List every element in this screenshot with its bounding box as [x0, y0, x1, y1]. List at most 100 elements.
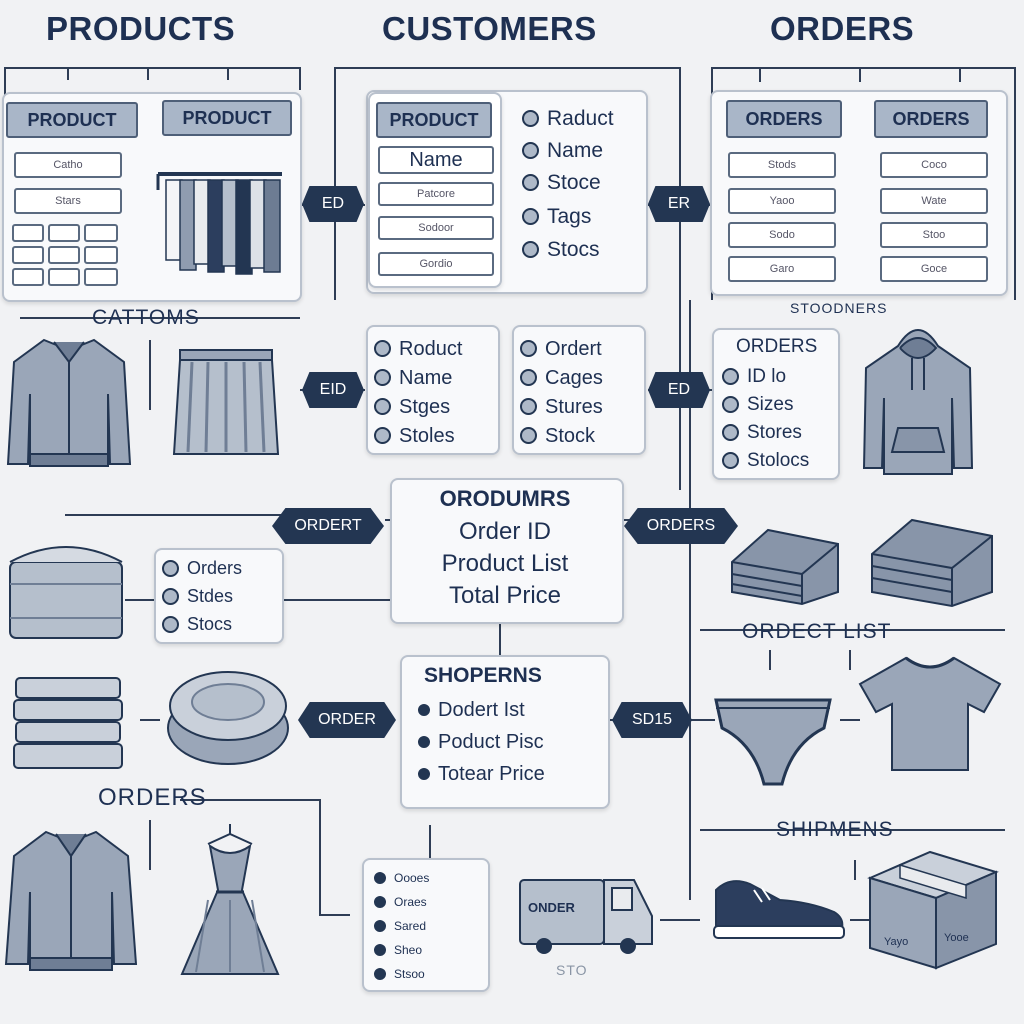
list-item: ID lo: [747, 365, 787, 387]
folded-clothes-icon: [9, 546, 123, 639]
bullet-icon: [522, 109, 539, 127]
tag-ed: ED: [302, 186, 364, 222]
bullet-icon: [418, 704, 430, 716]
shipments-box-title: SHOPERNS: [424, 664, 542, 687]
label-stoodners: STOODNERS: [790, 300, 888, 316]
jacket-icon: [4, 830, 138, 971]
label-ordect-list: ORDECT LIST: [742, 620, 892, 643]
bullet-icon: [522, 207, 539, 225]
list-item: Oooes: [394, 871, 430, 885]
bullet-icon: [374, 896, 386, 908]
order-field: Garo: [728, 256, 836, 282]
box-label: Yooe: [944, 932, 969, 944]
grid-cell: [48, 268, 80, 286]
bullet-icon: [374, 872, 386, 884]
left-mini-list: Orders Stdes Stocs: [162, 554, 242, 638]
list-item: Stoles: [399, 424, 455, 447]
list-item: Name: [399, 366, 453, 389]
bullet-icon: [374, 427, 391, 444]
bullet-icon: [522, 240, 539, 258]
orders-mid-list: ID lo Sizes Stores Stolocs: [722, 362, 809, 474]
list-item: Orders: [187, 558, 243, 578]
underwear-icon: [714, 698, 832, 786]
customer-field: Sodoor: [378, 216, 494, 240]
tag-er: ER: [648, 186, 710, 222]
bullet-icon: [722, 451, 739, 469]
list-item: Stsoo: [394, 967, 425, 981]
bullet-icon: [162, 559, 179, 577]
list-item: Stdes: [187, 586, 234, 606]
center-box-title: ORODUMRS: [439, 486, 571, 511]
bottom-list: Oooes Oraes Sared Sheo Stsoo: [374, 866, 429, 986]
tag-sd: SD15: [612, 702, 692, 738]
bullet-icon: [418, 736, 430, 748]
label-sto: STO: [556, 962, 588, 978]
mid-list-right: Ordert Cages Stures Stock: [520, 334, 603, 450]
list-item: Stges: [399, 395, 451, 418]
title-customers: CUSTOMERS: [382, 10, 597, 47]
round-cushion-icon: [167, 671, 289, 765]
product-field: Catho: [14, 152, 122, 178]
tag-order: ORDER: [298, 702, 396, 738]
orders-header-2: ORDERS: [874, 100, 988, 138]
orders-header-1: ORDERS: [726, 100, 842, 138]
bullet-icon: [522, 141, 539, 159]
order-field: Coco: [880, 152, 988, 178]
folded-stack-icon: [731, 528, 839, 606]
grid-cell: [84, 268, 118, 286]
label-orders-bottom: ORDERS: [98, 784, 207, 811]
list-item: Cages: [545, 366, 603, 389]
jacket-icon: [6, 338, 132, 467]
bullet-icon: [722, 367, 739, 385]
customer-field: Patcore: [378, 182, 494, 206]
grid-cell: [12, 224, 44, 242]
hoodie-icon: [862, 329, 974, 475]
bullet-icon: [520, 427, 537, 444]
shipments-box: [400, 655, 610, 809]
customer-field: Gordio: [378, 252, 494, 276]
sneaker-icon: [713, 880, 845, 939]
list-item: Poduct Pisc: [438, 731, 544, 753]
van-label: ONDER: [528, 900, 575, 915]
bullet-icon: [374, 398, 391, 415]
label-cattoms: CATTOMS: [92, 306, 200, 329]
center-box-line: Order ID: [458, 518, 551, 545]
order-field: Yaoo: [728, 188, 836, 214]
bullet-icon: [162, 615, 179, 633]
list-item: Stolocs: [747, 449, 810, 471]
product-field: Stars: [14, 188, 122, 214]
grid-cell: [12, 268, 44, 286]
delivery-van-icon: [519, 879, 653, 954]
box-label: Yayo: [884, 936, 909, 948]
list-item: Oraes: [394, 895, 427, 909]
list-item: Raduct: [547, 106, 614, 130]
t-shirt-icon: [858, 656, 1002, 771]
list-item: Sheo: [394, 943, 423, 957]
list-item: Sizes: [747, 393, 794, 415]
customers-list: Raduct Name Stoce Tags Stocs: [522, 102, 614, 265]
package-box-icon: [867, 850, 999, 970]
center-box-line: Total Price: [448, 582, 562, 609]
dress-icon: [180, 824, 280, 975]
center-box-line: Product List: [441, 550, 569, 577]
bullet-icon: [520, 369, 537, 386]
order-field: Sodo: [728, 222, 836, 248]
bullet-icon: [374, 369, 391, 386]
bullet-icon: [520, 340, 537, 357]
bullet-icon: [520, 398, 537, 415]
tag-ordert: ORDERT: [272, 508, 384, 544]
grid-cell: [12, 246, 44, 264]
skirt-icon: [172, 349, 280, 455]
bullet-icon: [162, 587, 179, 605]
tag-ed-2: ED: [648, 372, 710, 408]
list-item: Stures: [545, 395, 603, 418]
product-header-1: PRODUCT: [6, 102, 138, 138]
list-item: Stores: [747, 421, 802, 443]
order-field: Stoo: [880, 222, 988, 248]
list-item: Totear Price: [438, 763, 545, 785]
customer-field-name: Name: [378, 146, 494, 174]
list-item: Stocs: [187, 614, 233, 634]
folded-stack-icon: [871, 518, 993, 608]
list-item: Tags: [547, 204, 592, 228]
bullet-icon: [418, 768, 430, 780]
